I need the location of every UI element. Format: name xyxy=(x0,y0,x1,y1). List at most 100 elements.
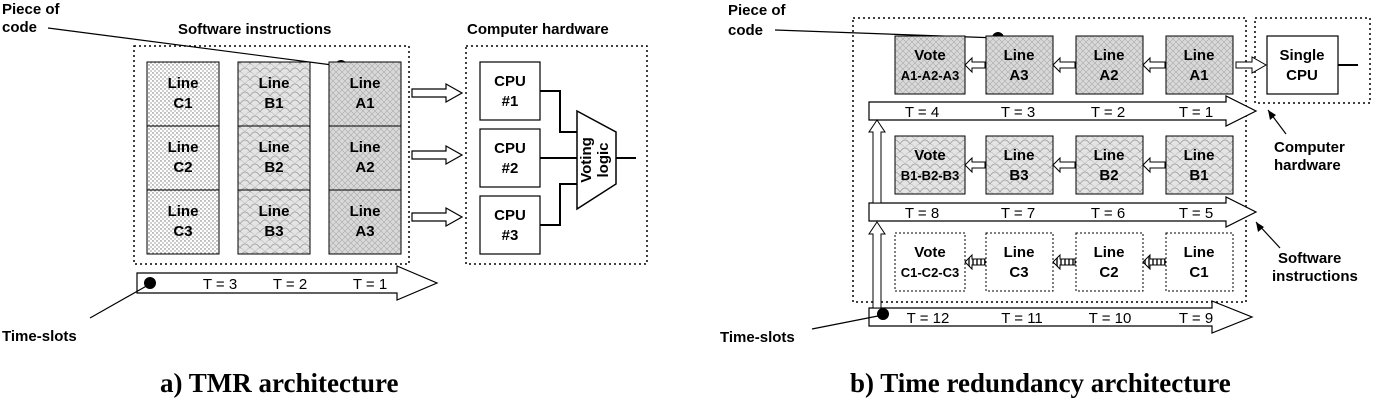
tmr-time-slot: T = 1 xyxy=(353,276,387,293)
tmr-code-grid: Line C1 Line B1 Line A1 Line C2 Line B2 … xyxy=(146,61,402,255)
tr-cpu-feed-arrow xyxy=(1235,56,1268,74)
tmr-code-box xyxy=(146,189,220,255)
tr-code-box xyxy=(985,232,1054,292)
tr-piece-of-code-label: Piece of xyxy=(728,2,787,19)
tr-code-box xyxy=(985,135,1054,195)
tmr-code-line-label: Line xyxy=(259,139,290,156)
tmr-cpu-id: #3 xyxy=(502,227,519,244)
tr-box-id: A1-A2-A3 xyxy=(901,68,960,83)
tr-time-slot: T = 10 xyxy=(1089,310,1132,327)
tr-single-cpu-box xyxy=(1266,35,1339,95)
tmr-code-box xyxy=(146,125,220,191)
tr-code-box xyxy=(1165,232,1234,292)
tr-flow-arrow xyxy=(964,56,986,74)
tr-box-title: Line xyxy=(1184,244,1215,261)
tr-box-id: B3 xyxy=(1009,167,1028,184)
tmr-pointer-line xyxy=(47,27,341,67)
tr-box-id: A3 xyxy=(1009,67,1028,84)
tr-box-title: Vote xyxy=(914,244,945,261)
tmr-code-line-label: Line xyxy=(259,203,290,220)
tmr-wire xyxy=(540,183,577,226)
tr-time-arrow xyxy=(868,196,1258,228)
tr-return-arrow xyxy=(868,221,886,309)
tmr-code-line-id: A2 xyxy=(355,159,374,176)
caption-b: b) Time redundancy architecture xyxy=(850,368,1231,398)
tr-single-cpu-label-2: CPU xyxy=(1286,67,1318,84)
tr-time-slots-label: Time-slots xyxy=(720,329,795,346)
tmr-code-line-label: Line xyxy=(168,203,199,220)
tr-code-box xyxy=(1075,35,1144,95)
tr-time-arrow xyxy=(868,300,1254,334)
tr-software-boundary xyxy=(852,17,1247,303)
tr-single-cpu-label: Single xyxy=(1279,47,1324,64)
tr-vote-box xyxy=(894,35,966,95)
tmr-voting-label: Voting xyxy=(578,137,595,183)
tmr-cpu-label: CPU xyxy=(494,207,526,224)
tr-box-title: Line xyxy=(1004,147,1035,164)
tmr-cpu-id: #1 xyxy=(502,93,519,110)
tr-code-box xyxy=(985,35,1054,95)
tmr-cpu-box xyxy=(479,61,541,121)
tr-software-pointer-head xyxy=(1256,222,1264,232)
tmr-time-pointer xyxy=(89,283,151,319)
tr-box-title: Vote xyxy=(914,47,945,64)
tr-box-id: C1 xyxy=(1189,264,1208,281)
tmr-code-box xyxy=(237,189,311,255)
tr-box-id: C1-C2-C3 xyxy=(901,265,960,280)
tmr-code-line-id: C3 xyxy=(173,223,192,240)
tmr-feed-arrows xyxy=(411,82,464,228)
tmr-code-box xyxy=(237,61,311,127)
tr-time-slot: T = 4 xyxy=(905,104,939,121)
tmr-voting-label-2: logic xyxy=(595,142,612,177)
tr-box-title: Line xyxy=(1094,147,1125,164)
tmr-panel: Piece of code Software instructions Comp… xyxy=(2,1,648,345)
tr-time-slot: T = 7 xyxy=(1001,205,1035,222)
tmr-code-box xyxy=(328,189,402,255)
tr-time-slot: T = 5 xyxy=(1179,205,1213,222)
tr-code-box xyxy=(1165,35,1234,95)
tr-box-title: Line xyxy=(1004,244,1035,261)
tr-time-slot: T = 11 xyxy=(1001,310,1043,327)
tr-code-box xyxy=(1165,135,1234,195)
tr-box-title: Line xyxy=(1184,147,1215,164)
tr-flow-arrows xyxy=(964,56,1166,174)
tr-box-title: Vote xyxy=(914,147,945,164)
tmr-time-slot: T = 2 xyxy=(273,276,307,293)
tmr-voter-wires xyxy=(540,90,636,226)
tr-box-id: B1-B2-B3 xyxy=(901,168,960,183)
tr-box-id: C2 xyxy=(1099,264,1118,281)
tmr-code-box xyxy=(328,125,402,191)
tr-piece-of-code-label-2: code xyxy=(728,22,763,39)
tmr-software-boundary xyxy=(133,45,410,265)
tmr-time-marker xyxy=(144,277,156,289)
tr-time-slot: T = 1 xyxy=(1179,104,1213,121)
tr-time-pointer xyxy=(811,314,884,330)
tr-return-arrow xyxy=(868,119,886,204)
tr-computer-hw-label-2: hardware xyxy=(1274,157,1341,174)
tmr-piece-of-code-label: Piece of xyxy=(2,1,61,18)
tr-time-slot: T = 12 xyxy=(907,310,950,327)
tmr-piece-of-code-label-2: code xyxy=(2,19,37,36)
tr-vote-box xyxy=(894,135,966,195)
tr-time-slot: T = 3 xyxy=(1001,104,1035,121)
tr-box-id: A1 xyxy=(1189,67,1208,84)
tr-box-title: Line xyxy=(1184,47,1215,64)
time-redundancy-panel: Piece of code Vote A1-A2-A3 Line A3 Line… xyxy=(720,2,1371,346)
tr-software-instr-label-2: instructions xyxy=(1272,268,1358,285)
tr-time-arrow xyxy=(868,95,1258,127)
tr-vote-box xyxy=(894,232,966,292)
tmr-cpu-label: CPU xyxy=(494,140,526,157)
tr-time-slot: T = 8 xyxy=(905,205,939,222)
tmr-code-line-label: Line xyxy=(168,75,199,92)
tr-code-box xyxy=(1075,135,1144,195)
tmr-code-line-label: Line xyxy=(350,139,381,156)
tr-flow-arrow xyxy=(1142,156,1166,174)
tr-computer-hw-label: Computer xyxy=(1274,139,1345,156)
tr-box-title: Line xyxy=(1004,47,1035,64)
tr-time-slot: T = 6 xyxy=(1091,205,1125,222)
tmr-code-box xyxy=(237,125,311,191)
tr-code-box xyxy=(1075,232,1144,292)
tr-flow-arrow xyxy=(1052,156,1076,174)
caption-a: a) TMR architecture xyxy=(160,368,398,398)
